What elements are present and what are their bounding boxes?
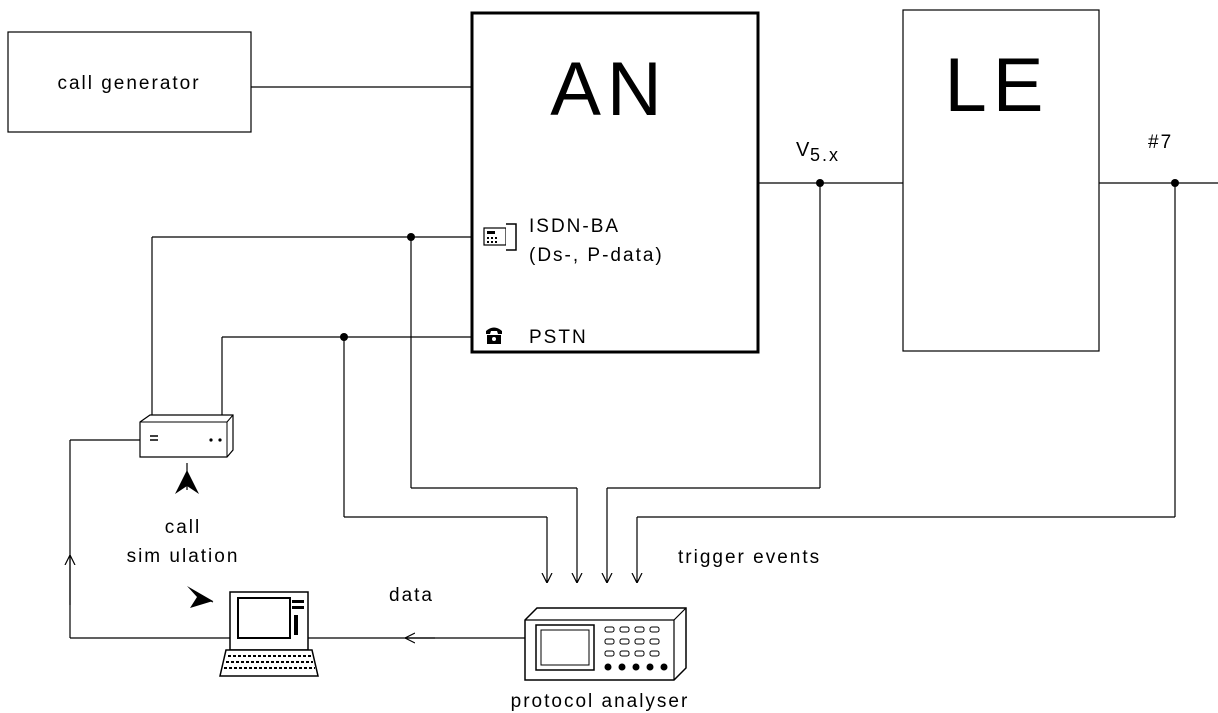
local-exchange-label: LE — [945, 43, 1050, 128]
access-network-box — [470, 11, 760, 354]
call-simulation-label-line2: sim ulation — [127, 546, 240, 567]
call-simulator-icon — [139, 414, 234, 458]
v5-label: V — [796, 139, 810, 161]
protocol-analyser-icon — [524, 607, 687, 681]
access-network-label: AN — [550, 47, 668, 132]
computer-icon — [219, 591, 319, 677]
local-exchange-box — [902, 9, 1100, 352]
call-simulation-label-line1: call — [165, 517, 202, 538]
isdn-ba-sublabel: (Ds-, P-data) — [529, 245, 664, 266]
call-generator-box — [7, 31, 252, 133]
isdn-ba-label: ISDN-BA — [529, 216, 620, 237]
ss7-label: #7 — [1148, 132, 1173, 153]
data-label: data — [389, 585, 434, 606]
trigger-events-label: trigger events — [678, 547, 821, 568]
telephone-icon — [486, 327, 502, 344]
call-generator-label: call generator — [57, 73, 200, 94]
protocol-analyser-label: protocol analyser — [511, 691, 690, 712]
pstn-label: PSTN — [529, 327, 588, 348]
v5-subscript: 5.x — [810, 145, 840, 165]
call-simulation-arrow — [175, 470, 199, 494]
computer-pointer-arrow — [187, 586, 213, 608]
isdn-phone-icon — [483, 223, 517, 251]
